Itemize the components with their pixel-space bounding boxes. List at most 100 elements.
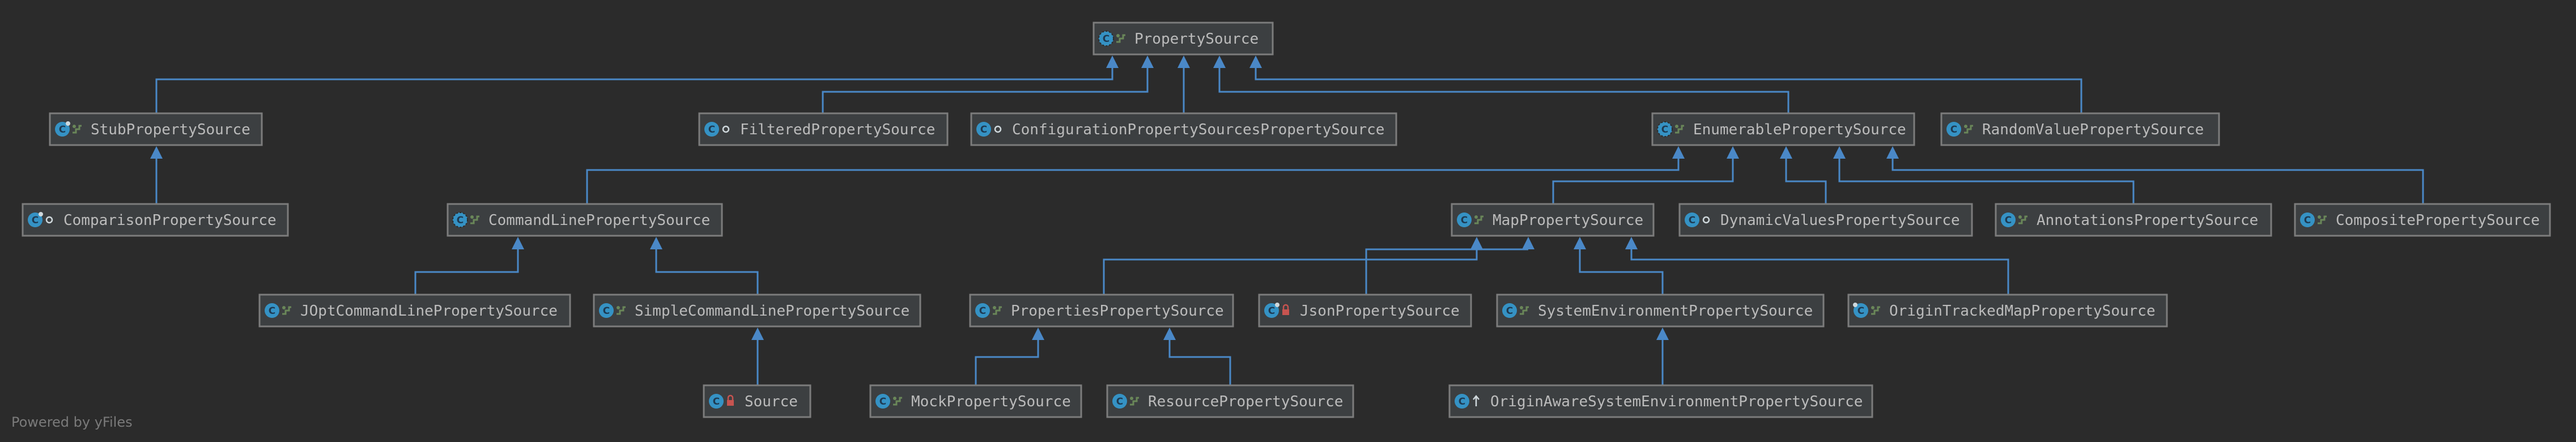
inheritance-edges [150, 56, 2424, 385]
edge-line [655, 249, 759, 295]
inheritance-edge [975, 328, 1044, 385]
edge-line [1168, 340, 1231, 385]
edge-line [1785, 159, 1827, 204]
inheritance-edge [1365, 237, 1534, 295]
public-access-icon [1130, 397, 1139, 406]
svg-text:C: C [1268, 305, 1275, 317]
private-lock-icon [727, 394, 734, 406]
arrow-head [650, 237, 662, 249]
class-c-icon: C [599, 303, 614, 318]
svg-text:C: C [1461, 215, 1468, 226]
svg-text:C: C [1116, 396, 1123, 407]
class-node-system-environment-property-source[interactable]: C SystemEnvironmentPropertySource [1496, 294, 1825, 328]
node-box [1496, 294, 1825, 328]
class-c-icon: C [975, 303, 990, 318]
inheritance-edge [1625, 237, 2009, 295]
node-box [970, 112, 1397, 146]
inheritance-edge [155, 56, 1119, 113]
static-class-icon: C [55, 121, 70, 137]
svg-text:C: C [603, 305, 610, 317]
class-c-icon: C [1455, 394, 1469, 409]
arrow-head [751, 328, 764, 340]
public-access-icon [893, 397, 902, 406]
private-lock-icon [1282, 304, 1289, 315]
node-box [1847, 294, 2168, 328]
node-box [1651, 112, 1915, 146]
public-access-icon [1520, 306, 1529, 315]
class-name-label: SystemEnvironmentPropertySource [1538, 303, 1813, 320]
arrow-head [512, 237, 524, 249]
edge-line [1103, 249, 1478, 295]
abstract-class-icon: C [1657, 121, 1673, 137]
arrow-head [1574, 237, 1586, 249]
package-private-access-icon [1702, 216, 1710, 224]
class-c-icon: C [976, 122, 991, 137]
powered-by-watermark: Powered by yFiles [11, 414, 133, 430]
class-name-label: JsonPropertySource [1300, 303, 1460, 320]
node-box [258, 294, 571, 328]
final-class-icon: C [1853, 303, 1868, 318]
public-access-icon [73, 125, 82, 134]
edge-line [1365, 248, 1528, 295]
edge-line [1630, 249, 2009, 295]
class-name-label: ConfigurationPropertySourcesPropertySour… [1012, 121, 1384, 138]
arrow-head [1106, 56, 1119, 68]
node-box [447, 203, 723, 237]
edge-line [1255, 68, 2082, 113]
public-access-icon [617, 306, 626, 315]
class-node-json-property-source[interactable]: C JsonPropertySource [1258, 294, 1472, 328]
class-node-configuration-property-sources-property-source[interactable]: C ConfigurationPropertySourcesPropertySou… [970, 112, 1397, 146]
public-access-icon [1871, 306, 1880, 315]
arrow-head [1522, 237, 1534, 249]
node-box [2294, 203, 2551, 237]
node-box [49, 112, 263, 146]
arrow-head [1213, 56, 1226, 68]
svg-text:C: C [1857, 305, 1864, 317]
node-box [1678, 203, 1973, 237]
edge-line [1218, 68, 1789, 113]
package-private-access-icon [994, 125, 1002, 133]
node-box [1995, 203, 2272, 237]
class-c-icon: C [1112, 394, 1127, 409]
arrow-head [150, 146, 163, 159]
inheritance-edge [650, 237, 759, 295]
static-class-icon: C [1264, 303, 1280, 318]
public-access-icon [282, 306, 291, 315]
edge-line [1838, 159, 2135, 204]
arrow-head [1727, 146, 1739, 159]
inheritance-edge [1552, 146, 1739, 204]
node-box [698, 112, 949, 146]
package-private-access-icon [722, 125, 730, 133]
svg-text:C: C [1506, 305, 1513, 317]
class-name-label: CompositePropertySource [2336, 212, 2540, 229]
class-name-label: PropertySource [1134, 31, 1259, 48]
arrow-head [1833, 146, 1846, 159]
public-access-icon [1474, 215, 1483, 224]
arrow-head [1886, 146, 1899, 159]
svg-text:C: C [457, 215, 464, 226]
class-name-label: FilteredPropertySource [740, 121, 935, 138]
inheritance-edge [1213, 56, 1789, 113]
svg-text:C: C [713, 396, 720, 407]
